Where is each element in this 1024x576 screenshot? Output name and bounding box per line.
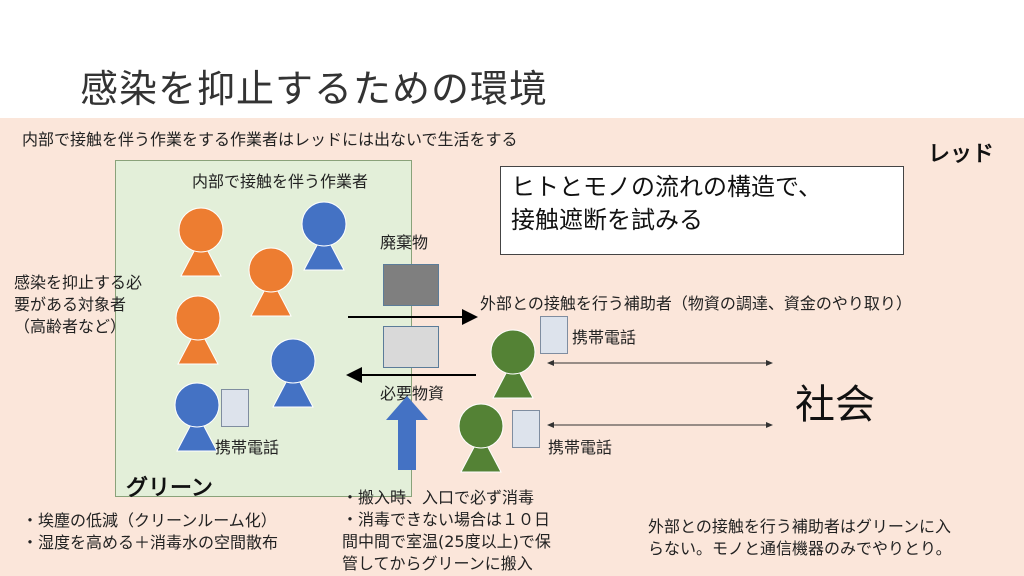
green-phone-icon [221,389,249,427]
worker-person-icon [174,382,220,452]
helper-phone-icon-1 [540,316,568,354]
worker-person-icon [301,201,347,271]
green-zone [115,160,412,497]
green-zone-label: グリーン [126,476,213,501]
supplies-box [383,326,439,368]
target-person-icon [248,247,294,317]
worker-person-icon [270,338,316,408]
waste-box [383,264,439,306]
helper-note: 外部との接触を行う補助者はグリーンに入 らない。モノと通信機器のみでやりとり。 [648,517,952,558]
helper-person-icon [458,403,504,473]
supply-note: ・搬入時、入口で必ず消毒 ・消毒できない場合は１０日 間中間で室温(25度以上)… [342,488,551,573]
helper-person-icon [490,329,536,399]
goal-text: ヒトとモノの流れの構造で、 接触遮断を試みる [511,173,823,234]
green-zone-bullets: ・埃塵の低減（クリーンルーム化） ・湿度を高める＋消毒水の空間散布 [22,511,279,552]
helper-label: 外部との接触を行う補助者（物資の調達、資金のやり取り） [480,294,912,313]
target-person-label: 感染を抑止する必 要がある対象者 （高齢者など） [14,273,143,336]
supply-entry-arrow [386,396,428,470]
helper-phone-label-1: 携帯電話 [572,328,637,347]
helper-phone-label-2: 携帯電話 [548,438,613,457]
page-title: 感染を抑止するための環境 [80,67,549,111]
red-zone-label: レッド [928,142,995,167]
helper-phone-icon-2 [512,410,540,448]
red-zone-worker-note: 内部で接触を伴う作業をする作業者はレッドには出ないで生活をする [22,130,518,149]
supplies-label: 必要物資 [380,384,445,403]
target-person-icon [178,207,224,277]
target-person-icon [175,295,221,365]
waste-label: 廃棄物 [380,233,429,252]
green-worker-label: 内部で接触を伴う作業者 [192,172,369,191]
society-label: 社会 [795,382,875,428]
goal-text-box: ヒトとモノの流れの構造で、 接触遮断を試みる [500,166,904,255]
green-phone-label: 携帯電話 [215,438,280,457]
